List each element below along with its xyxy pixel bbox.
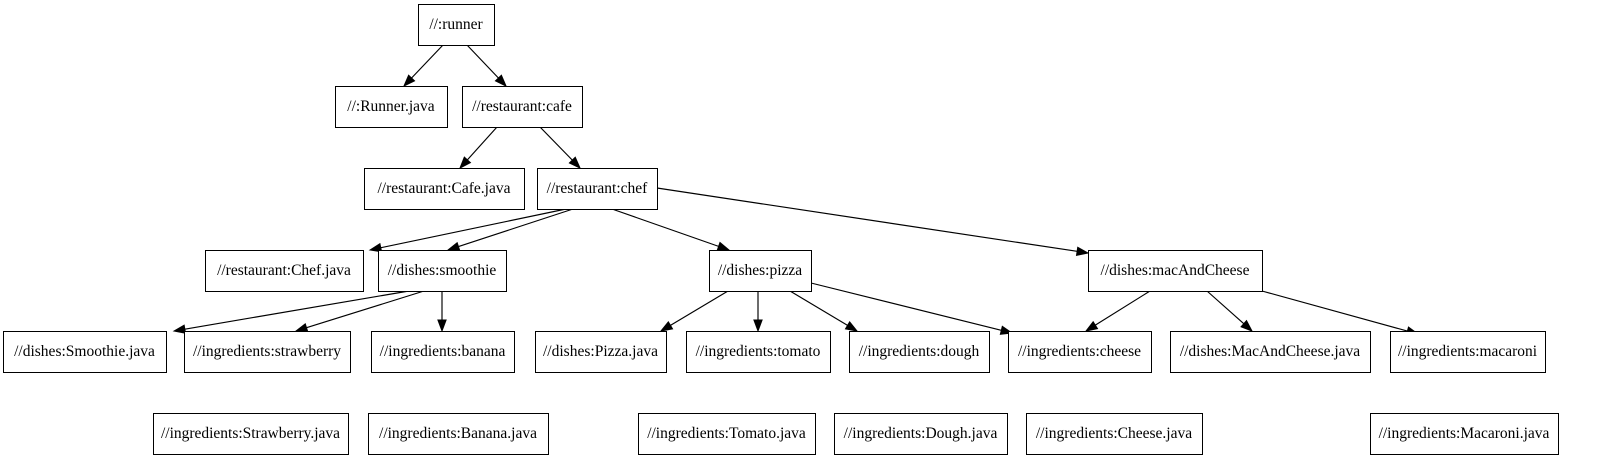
graph-node-restaurant_cafe[interactable]: //restaurant:cafe <box>462 86 583 128</box>
graph-node-dough_java[interactable]: //ingredients:Dough.java <box>834 413 1008 455</box>
graph-node-label: //ingredients:Macaroni.java <box>1379 425 1550 442</box>
graph-edge <box>466 44 507 88</box>
graph-node-label: //ingredients:Cheese.java <box>1036 425 1192 442</box>
graph-node-label: //:Runner.java <box>347 98 435 115</box>
graph-node-dishes_smoothie[interactable]: //dishes:smoothie <box>378 250 507 292</box>
graph-node-ing_dough[interactable]: //ingredients:dough <box>849 331 990 373</box>
graph-node-smoothie_java[interactable]: //dishes:Smoothie.java <box>3 331 167 373</box>
graph-node-ing_cheese[interactable]: //ingredients:cheese <box>1008 331 1152 373</box>
graph-edge <box>1084 290 1151 332</box>
graph-edge <box>172 290 410 334</box>
edge-layer <box>172 44 1420 336</box>
graph-node-ing_macaroni[interactable]: //ingredients:macaroni <box>1390 331 1546 373</box>
graph-node-cheese_java[interactable]: //ingredients:Cheese.java <box>1026 413 1203 455</box>
node-layer: //:runner //:Runner.java //restaurant:cafe… <box>3 4 1559 455</box>
graph-node-runner[interactable]: //:runner <box>418 4 495 46</box>
graph-node-label: //restaurant:cafe <box>472 98 572 115</box>
graph-node-restaurant_chef[interactable]: //restaurant:chef <box>537 168 658 210</box>
graph-node-label: //dishes:smoothie <box>388 262 497 279</box>
graph-edge <box>294 290 425 333</box>
graph-node-label: //ingredients:Banana.java <box>379 425 537 442</box>
graph-node-label: //restaurant:Cafe.java <box>378 180 511 197</box>
graph-node-label: //dishes:pizza <box>718 262 802 279</box>
graph-edge <box>810 282 1014 335</box>
graph-edge <box>753 291 763 333</box>
graph-edge <box>368 208 567 253</box>
graph-edge <box>437 291 447 333</box>
graph-node-strawberry_java[interactable]: //ingredients:Strawberry.java <box>153 413 349 455</box>
graph-edge <box>789 290 859 332</box>
graph-node-pizza_java[interactable]: //dishes:Pizza.java <box>535 331 667 373</box>
graph-edge <box>446 208 574 251</box>
graph-node-label: //ingredients:Strawberry.java <box>161 425 340 442</box>
graph-node-label: //:runner <box>429 16 483 33</box>
graph-node-tomato_java[interactable]: //ingredients:Tomato.java <box>638 413 816 455</box>
graph-node-label: //dishes:Smoothie.java <box>14 343 155 360</box>
graph-node-label: //dishes:Pizza.java <box>543 343 658 360</box>
graph-node-label: //dishes:macAndCheese <box>1101 262 1250 279</box>
graph-node-label: //ingredients:cheese <box>1018 343 1141 360</box>
graph-node-label: //ingredients:Dough.java <box>844 425 998 442</box>
graph-node-cafe_java[interactable]: //restaurant:Cafe.java <box>364 168 525 210</box>
graph-node-macaroni_java[interactable]: //ingredients:Macaroni.java <box>1370 413 1559 455</box>
graph-node-label: //ingredients:strawberry <box>193 343 341 360</box>
graph-node-ing_banana[interactable]: //ingredients:banana <box>371 331 515 373</box>
graph-edge <box>611 208 731 251</box>
graph-node-label: //ingredients:Tomato.java <box>647 425 806 442</box>
graph-node-ing_tomato[interactable]: //ingredients:tomato <box>686 331 831 373</box>
graph-edge <box>659 290 729 332</box>
graph-node-runner_java[interactable]: //:Runner.java <box>335 86 448 128</box>
graph-node-banana_java[interactable]: //ingredients:Banana.java <box>368 413 549 455</box>
graph-edge <box>403 44 444 88</box>
graph-edge <box>1261 290 1420 336</box>
graph-edge <box>1206 290 1254 332</box>
graph-node-macncheese_java[interactable]: //dishes:MacAndCheese.java <box>1170 331 1371 373</box>
graph-node-label: //restaurant:Chef.java <box>217 262 351 279</box>
graph-node-label: //ingredients:macaroni <box>1398 343 1538 360</box>
graph-node-label: //ingredients:dough <box>859 343 980 360</box>
graph-edge <box>656 187 1090 257</box>
graph-node-label: //restaurant:chef <box>547 180 649 197</box>
graph-edge <box>539 126 581 170</box>
graph-edge <box>459 126 498 170</box>
graph-node-label: //ingredients:tomato <box>696 343 821 360</box>
graph-node-dishes_pizza[interactable]: //dishes:pizza <box>709 250 812 292</box>
graph-node-label: //ingredients:banana <box>380 343 506 360</box>
graph-node-dishes_macncheese[interactable]: //dishes:macAndCheese <box>1088 250 1263 292</box>
graph-node-chef_java[interactable]: //restaurant:Chef.java <box>205 250 364 292</box>
graph-node-label: //dishes:MacAndCheese.java <box>1180 343 1360 360</box>
graph-node-ing_strawberry[interactable]: //ingredients:strawberry <box>184 331 351 373</box>
